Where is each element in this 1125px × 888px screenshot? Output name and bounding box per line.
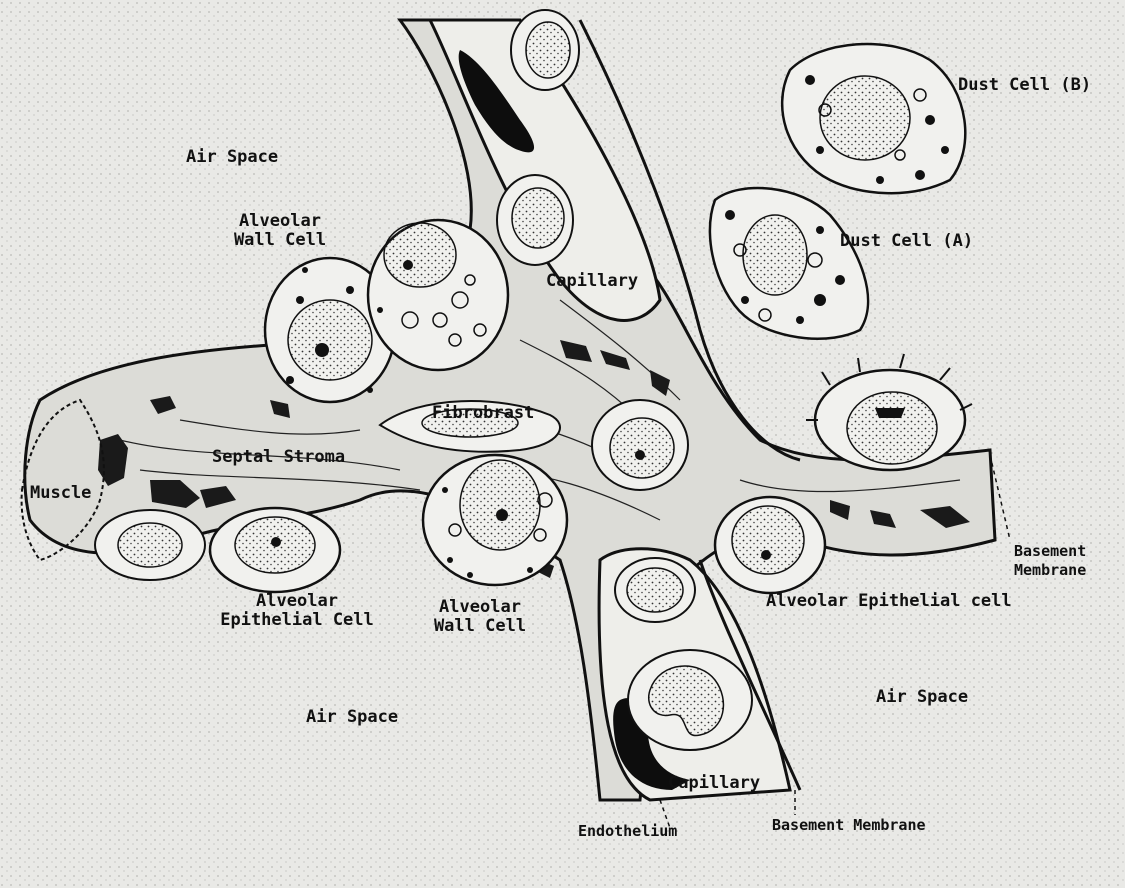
alveolar-epithelial-left-nucleolus — [271, 537, 281, 547]
label-alveolar-wall-cell-upper-line2: Wall Cell — [220, 231, 340, 250]
label-fibroblast: Fibrobrast — [432, 404, 534, 423]
label-alveolar-wall-cell-upper-line1: Alveolar — [220, 212, 340, 231]
label-air-space-bottom-right: Air Space — [876, 688, 968, 707]
lower-endothelial-nucleus — [627, 568, 683, 612]
label-dust-cell-a: Dust Cell (A) — [840, 232, 973, 251]
label-basement-membrane-right-line1: Basement — [1014, 542, 1086, 561]
label-alveolar-wall-cell-lower: Alveolar Wall Cell — [420, 598, 540, 636]
label-alveolar-epithelial-cell-right: Alveolar Epithelial cell — [766, 592, 1012, 611]
label-alveolar-wall-cell-lower-line2: Wall Cell — [420, 617, 540, 636]
label-air-space-top-left: Air Space — [186, 148, 278, 167]
alveolar-wall-cell-lower — [423, 455, 567, 585]
label-endothelium: Endothelium — [578, 822, 677, 841]
top-capillary-nucleus — [526, 22, 570, 78]
label-alveolar-epithelial-cell-left: Alveolar Epithelial Cell — [212, 592, 382, 630]
label-dust-cell-b: Dust Cell (B) — [958, 76, 1091, 95]
upper-capillary-nucleus — [512, 188, 564, 248]
label-alveolar-wall-cell-lower-line1: Alveolar — [420, 598, 540, 617]
label-muscle: Muscle — [30, 484, 91, 503]
label-air-space-bottom-left: Air Space — [306, 708, 398, 727]
interstitial-nucleus — [610, 418, 674, 478]
label-basement-membrane-right-line2: Membrane — [1014, 561, 1086, 580]
label-alveolar-epithelial-cell-left-line1: Alveolar — [212, 592, 382, 611]
label-capillary-lower: Capillary — [668, 774, 760, 793]
alveolar-epithelial-right-nucleus — [732, 506, 804, 574]
epithelial-far-left-nucleus — [118, 523, 182, 567]
label-alveolar-epithelial-cell-left-line2: Epithelial Cell — [212, 611, 382, 630]
label-basement-membrane-right: Basement Membrane — [1014, 542, 1086, 580]
label-basement-membrane-bottom: Basement Membrane — [772, 816, 926, 835]
alveolar-epithelial-right-nucleolus — [761, 550, 771, 560]
label-alveolar-wall-cell-upper: Alveolar Wall Cell — [220, 212, 340, 250]
label-septal-stroma: Septal Stroma — [212, 448, 345, 467]
interstitial-nucleolus — [635, 450, 645, 460]
label-capillary-upper: Capillary — [546, 272, 638, 291]
